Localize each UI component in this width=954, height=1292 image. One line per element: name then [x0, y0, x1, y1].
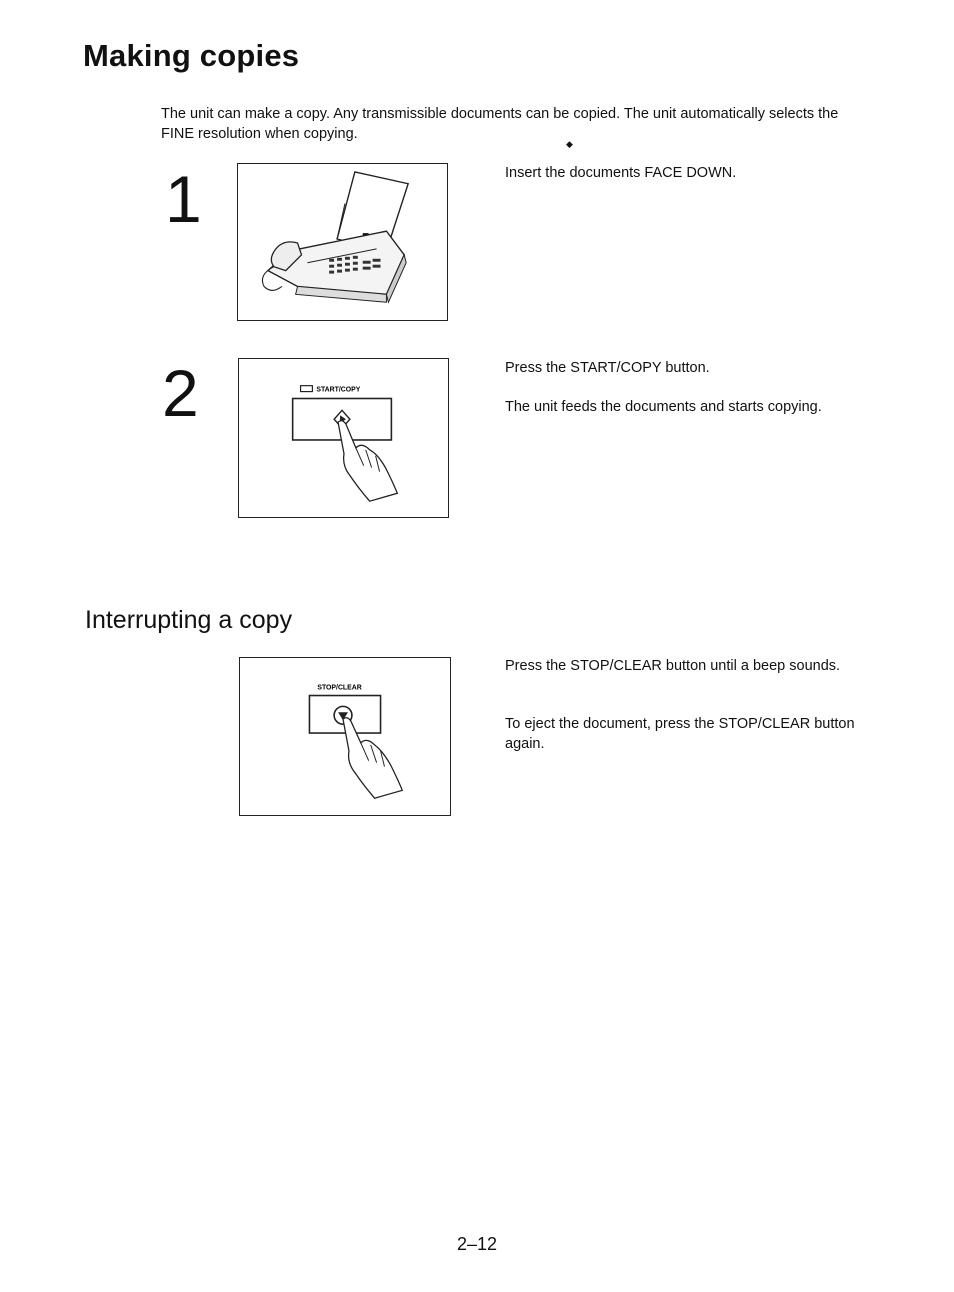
interrupt-text-2: To eject the document, press the STOP/CL… — [505, 716, 855, 752]
step-2-text-2: The unit feeds the documents and starts … — [505, 399, 822, 415]
pointing-hand-icon — [337, 419, 399, 502]
stop-button-icon: STOP/CLEAR — [308, 685, 404, 799]
figure-insert-documents — [237, 163, 448, 321]
step-1-text: Insert the documents FACE DOWN. — [505, 165, 737, 181]
fax-machine-icon — [261, 171, 410, 304]
section-heading-interrupt: Interrupting a copy — [85, 606, 293, 634]
page-number: 2–12 — [456, 1234, 498, 1254]
step-number-1: 1 — [165, 162, 202, 236]
scan-mark: ◆ — [566, 139, 573, 149]
page-title: Making copies — [83, 38, 300, 73]
stop-clear-label: STOP/CLEAR — [317, 685, 361, 692]
figure-start-copy: START/COPY — [238, 358, 449, 518]
start-copy-label: START/COPY — [316, 387, 360, 394]
pointing-hand-icon — [342, 717, 404, 799]
start-button-icon: START/COPY — [291, 385, 399, 502]
interrupt-text: Press the STOP/CLEAR button until a beep… — [505, 658, 841, 674]
intro-paragraph: The unit can make a copy. Any transmissi… — [161, 106, 839, 142]
step-number-2: 2 — [162, 356, 199, 430]
step-2-text: Press the START/COPY button. — [505, 360, 710, 376]
figure-stop-clear: STOP/CLEAR — [239, 657, 451, 816]
